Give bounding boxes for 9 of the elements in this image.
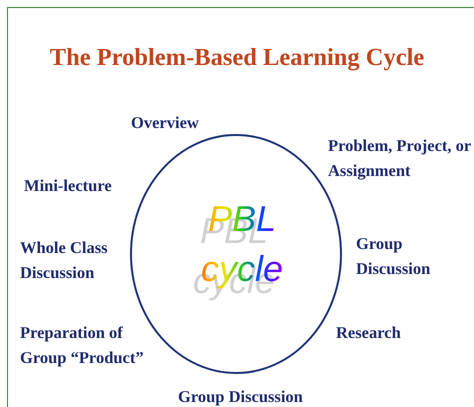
stage-label: Whole Class Discussion [20,237,109,284]
stage-label: Mini-lecture [24,175,112,197]
stage-label: Problem, Project, or Assignment [328,135,472,182]
diagram-title: The Problem-Based Learning Cycle [48,44,426,72]
stage-label: Preparation of Group “Product” [20,322,145,369]
stage-label: Group Discussion [356,233,432,280]
stage-label: Group Discussion [178,386,303,407]
stage-label: Overview [131,112,199,134]
stage-label: Research [336,322,401,344]
